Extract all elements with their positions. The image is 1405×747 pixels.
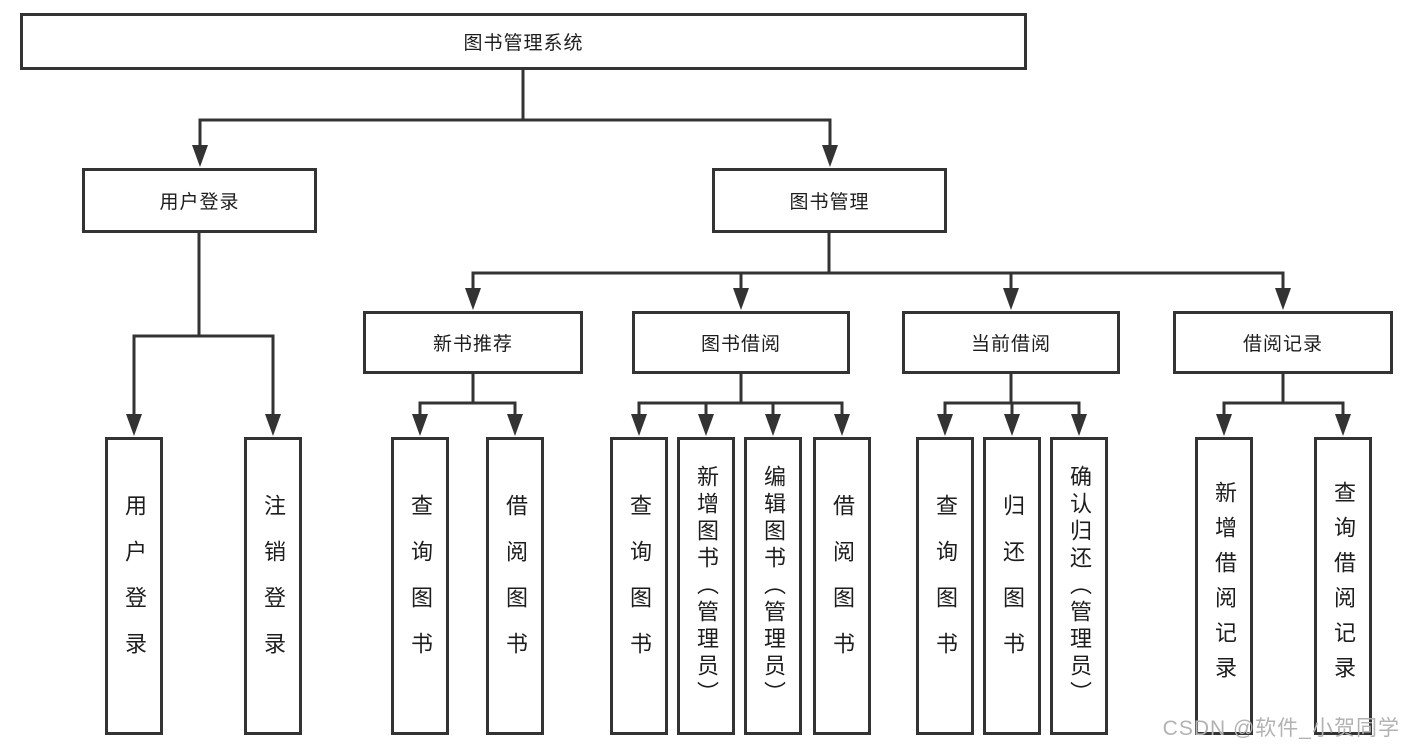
leaf-add-book-admin-label: 新增图书（管理员） [694,464,719,708]
leaf-borrow-books-label: 借阅图书 [830,494,855,678]
connector-borrow-records-to-leaves [1216,374,1351,436]
node-user-login-label: 用户登录 [159,192,240,213]
node-new-book-recommend-label: 新书推荐 [432,334,513,355]
csdn-watermark: CSDN @软件_小贺同学 [1162,717,1400,740]
leaf-query-books-borrow-label: 查询图书 [627,494,652,678]
leaf-edit-book-admin: 编辑图书（管理员） [744,437,802,735]
leaf-query-books-recommend-label: 查询图书 [408,494,433,678]
leaf-return-book-label: 归还图书 [1000,494,1025,678]
leaf-user-login: 用户登录 [105,437,163,735]
leaf-add-borrow-record: 新增借阅记录 [1195,437,1253,735]
connector-current-borrow-to-leaves [937,374,1087,436]
node-current-borrow-label: 当前借阅 [970,334,1051,355]
node-root: 图书管理系统 [20,13,1027,70]
connector-new-book-to-leaves [412,374,523,436]
leaf-add-borrow-record-label: 新增借阅记录 [1212,481,1237,691]
node-new-book-recommend: 新书推荐 [363,311,583,374]
leaf-query-books-borrow: 查询图书 [610,437,668,735]
leaf-query-borrow-record-label: 查询借阅记录 [1331,481,1356,691]
leaf-query-books-current-label: 查询图书 [933,494,958,678]
leaf-add-book-admin: 新增图书（管理员） [677,437,735,735]
leaf-user-login-label: 用户登录 [122,494,147,678]
leaf-query-books-recommend: 查询图书 [391,437,449,735]
leaf-confirm-return-admin: 确认归还（管理员） [1050,437,1108,735]
node-root-label: 图书管理系统 [463,33,584,54]
leaf-query-borrow-record: 查询借阅记录 [1314,437,1372,735]
connector-book-borrow-to-leaves [631,374,850,436]
node-current-borrow: 当前借阅 [902,311,1120,374]
leaf-edit-book-admin-label: 编辑图书（管理员） [761,464,786,708]
leaf-borrow-books-recommend: 借阅图书 [486,437,544,735]
node-borrow-records-label: 借阅记录 [1242,334,1323,355]
node-book-management-label: 图书管理 [789,192,870,213]
connector-book-management-to-level3 [465,233,1291,310]
leaf-logout: 注销登录 [244,437,302,735]
connector-user-login-to-leaves [126,233,281,436]
leaf-borrow-books: 借阅图书 [813,437,871,735]
connector-root-to-level2 [192,70,838,167]
node-borrow-records: 借阅记录 [1173,311,1393,374]
node-book-management: 图书管理 [712,168,947,233]
leaf-confirm-return-admin-label: 确认归还（管理员） [1067,464,1092,708]
leaf-borrow-books-recommend-label: 借阅图书 [503,494,528,678]
node-book-borrow: 图书借阅 [632,311,850,374]
leaf-query-books-current: 查询图书 [916,437,974,735]
leaf-logout-label: 注销登录 [261,494,286,678]
leaf-return-book: 归还图书 [983,437,1041,735]
node-user-login: 用户登录 [82,168,317,233]
node-book-borrow-label: 图书借阅 [700,334,781,355]
